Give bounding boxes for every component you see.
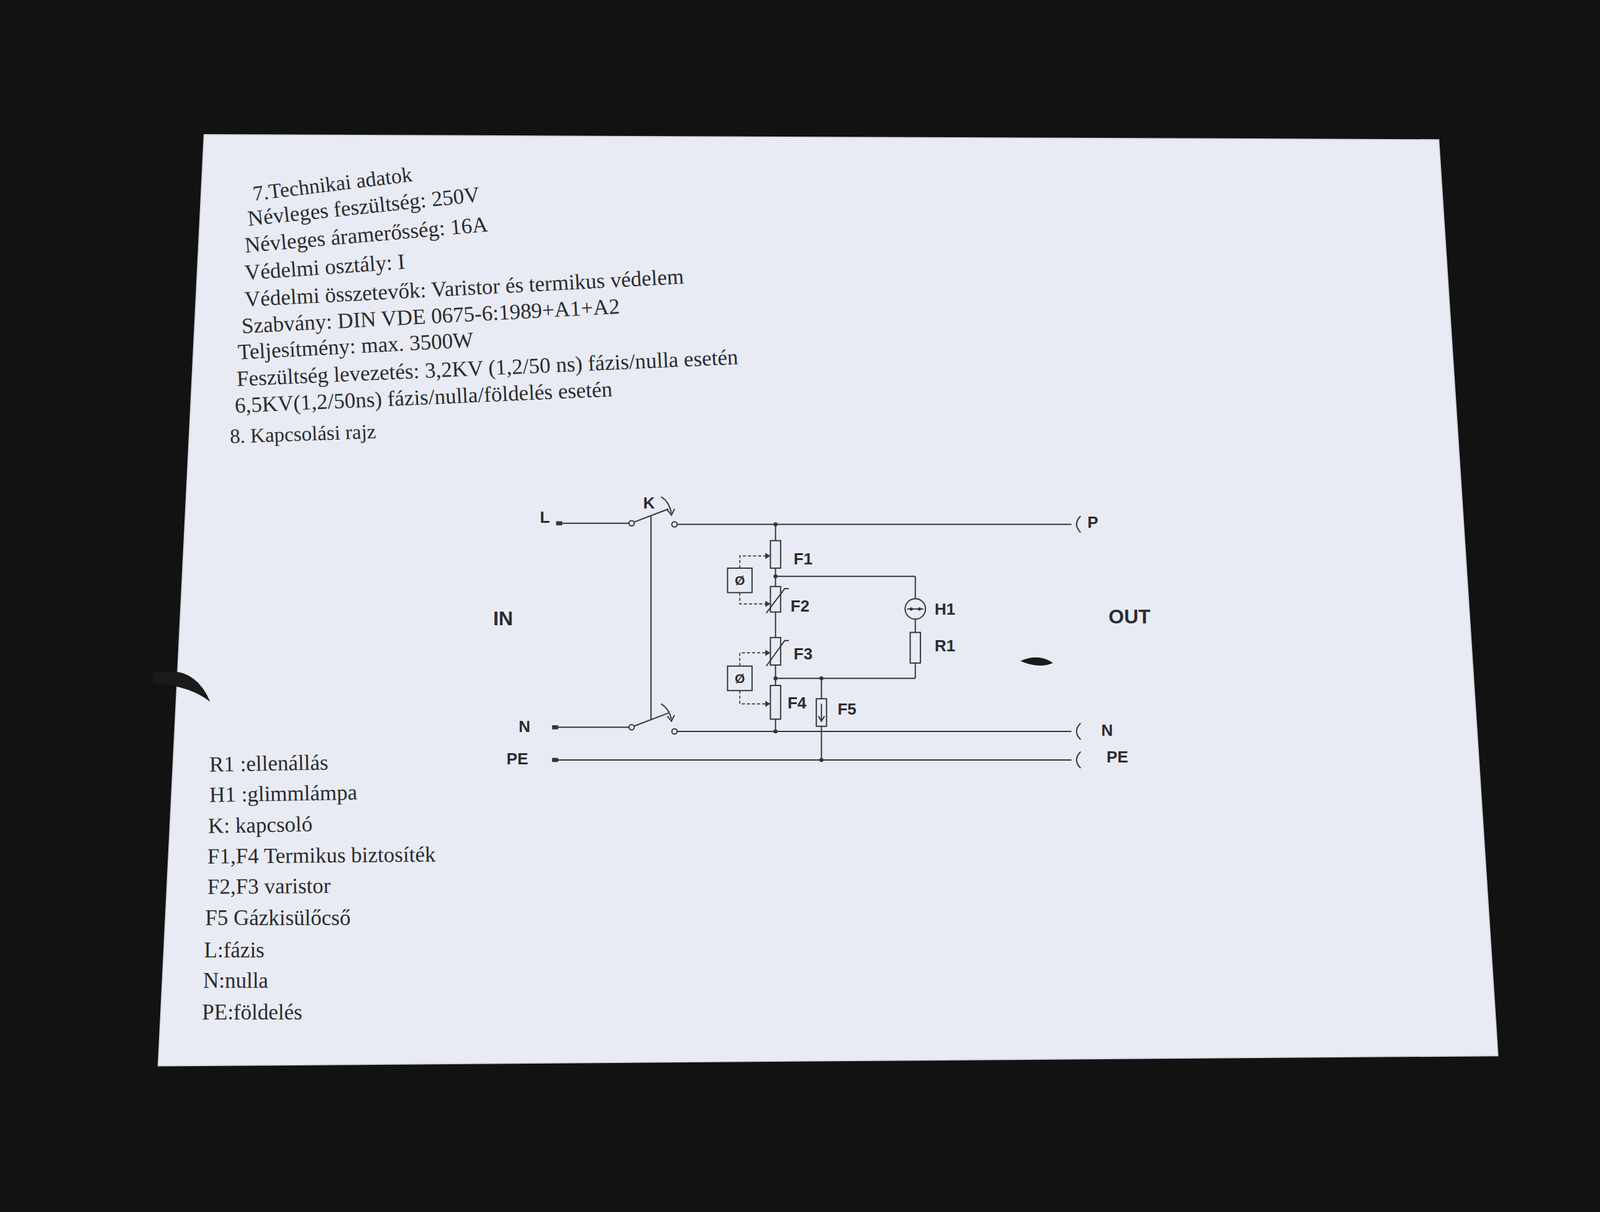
legend-line: K: kapcsoló xyxy=(208,813,314,839)
terminal-label: L xyxy=(539,508,550,527)
legend-line: L:fázis xyxy=(204,939,265,964)
terminal-label: P xyxy=(1087,513,1099,532)
legend-line: F2,F3 varistor xyxy=(206,874,331,900)
junction-dots xyxy=(552,521,922,763)
part-label: F5 xyxy=(837,700,856,719)
terminal-label: PE xyxy=(506,750,529,769)
section-heading: 8. Kapcsolási rajz xyxy=(229,420,377,448)
thermal-symbol: Ø xyxy=(734,671,745,686)
terminal-label: N xyxy=(1101,721,1114,740)
paper-tear xyxy=(1020,657,1054,666)
part-label: K xyxy=(642,494,655,513)
legend-line: H1 :glimmlámpa xyxy=(208,781,358,809)
side-label: IN xyxy=(493,608,514,631)
legend-line: R1 :ellenállás xyxy=(208,751,328,778)
legend-line: PE:földelés xyxy=(201,1001,302,1026)
paper-tear xyxy=(152,671,210,702)
part-label: F2 xyxy=(790,597,810,616)
legend-line: F5 Gázkisülőcső xyxy=(204,906,351,931)
part-label: H1 xyxy=(934,600,956,619)
terminal-label: PE xyxy=(1106,748,1129,767)
paper-sheet xyxy=(158,134,1499,1067)
terminal-label: N xyxy=(518,717,531,736)
legend-line: N:nulla xyxy=(203,969,269,994)
part-label: F1 xyxy=(793,550,813,569)
circuit-wires xyxy=(557,496,1081,769)
part-label: R1 xyxy=(934,637,956,656)
part-label: F4 xyxy=(787,694,807,713)
thermal-symbol: Ø xyxy=(734,573,745,588)
side-label: OUT xyxy=(1108,606,1151,628)
legend-line: F1,F4 Termikus biztosíték xyxy=(206,843,436,870)
part-label: F3 xyxy=(793,645,813,664)
